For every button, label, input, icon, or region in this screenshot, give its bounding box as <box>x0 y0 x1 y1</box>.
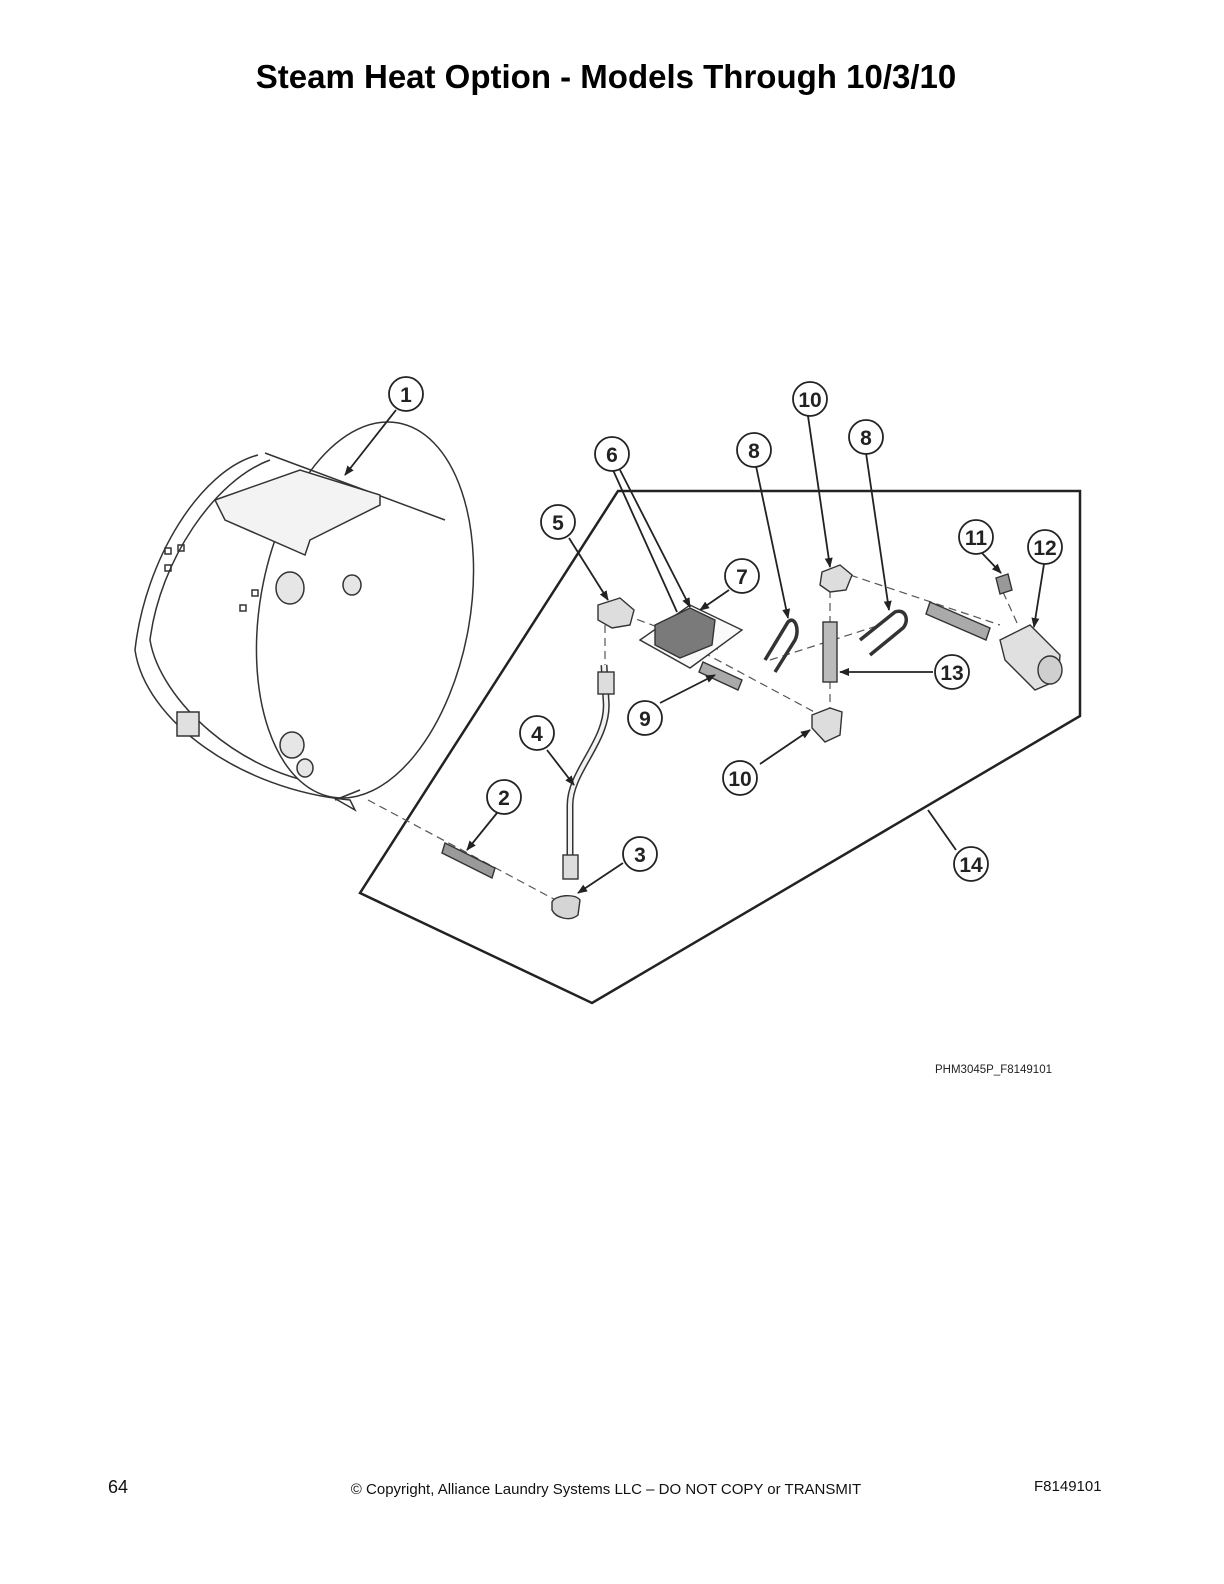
callout-13: 13 <box>934 654 970 690</box>
callout-3: 3 <box>622 836 658 872</box>
callout-1: 1 <box>388 376 424 412</box>
callout-2: 2 <box>486 779 522 815</box>
callout-6: 6 <box>594 436 630 472</box>
svg-text:2: 2 <box>498 787 510 810</box>
svg-text:11: 11 <box>965 527 988 550</box>
leader-lines <box>344 409 1045 894</box>
part-10-elbow-top <box>819 564 853 593</box>
part-2-nipple <box>441 842 496 879</box>
document-number: F8149101 <box>1034 1478 1102 1495</box>
part-10-elbow-bottom <box>811 707 843 743</box>
svg-text:12: 12 <box>1033 537 1056 560</box>
part-13-nipple <box>822 621 838 683</box>
callout-8b: 8 <box>848 419 884 455</box>
svg-text:8: 8 <box>860 427 872 450</box>
parts <box>441 564 1063 920</box>
svg-text:13: 13 <box>940 662 963 685</box>
callout-9: 9 <box>627 700 663 736</box>
callout-7: 7 <box>724 558 760 594</box>
svg-text:9: 9 <box>639 708 651 731</box>
callout-8a: 8 <box>736 432 772 468</box>
page-title: Steam Heat Option - Models Through 10/3/… <box>255 58 957 95</box>
svg-text:8: 8 <box>748 440 760 463</box>
svg-text:5: 5 <box>552 512 564 535</box>
part-8-u-bolt <box>763 618 799 673</box>
kit-boundary <box>358 489 1082 1005</box>
part-5-elbow <box>597 597 635 629</box>
svg-text:1: 1 <box>400 384 412 407</box>
svg-text:4: 4 <box>531 723 543 746</box>
svg-text:10: 10 <box>798 389 821 412</box>
callout-14: 14 <box>953 846 989 882</box>
callout-10b: 10 <box>722 760 758 796</box>
part-11-plug <box>995 573 1013 595</box>
svg-text:10: 10 <box>728 768 751 791</box>
callouts: 1 2 3 4 5 6 7 8 <box>388 376 1063 882</box>
part-8-u-bolt-2 <box>858 609 908 657</box>
svg-text:14: 14 <box>959 854 983 877</box>
part-9-nipple <box>698 661 743 691</box>
callout-10a: 10 <box>792 381 828 417</box>
page-number: 64 <box>108 1477 129 1497</box>
figure-id: PHM3045P_F8149101 <box>935 1064 1052 1076</box>
callout-11: 11 <box>958 519 994 555</box>
svg-text:7: 7 <box>736 566 748 589</box>
svg-text:3: 3 <box>634 844 646 867</box>
callout-12: 12 <box>1027 529 1063 565</box>
drum-assembly <box>134 421 475 812</box>
part-3-elbow <box>551 895 581 920</box>
part-6-valve <box>654 607 716 659</box>
copyright-notice: © Copyright, Alliance Laundry Systems LL… <box>350 1481 862 1498</box>
callout-5: 5 <box>540 504 576 540</box>
svg-text:6: 6 <box>606 444 618 467</box>
callout-4: 4 <box>519 715 555 751</box>
